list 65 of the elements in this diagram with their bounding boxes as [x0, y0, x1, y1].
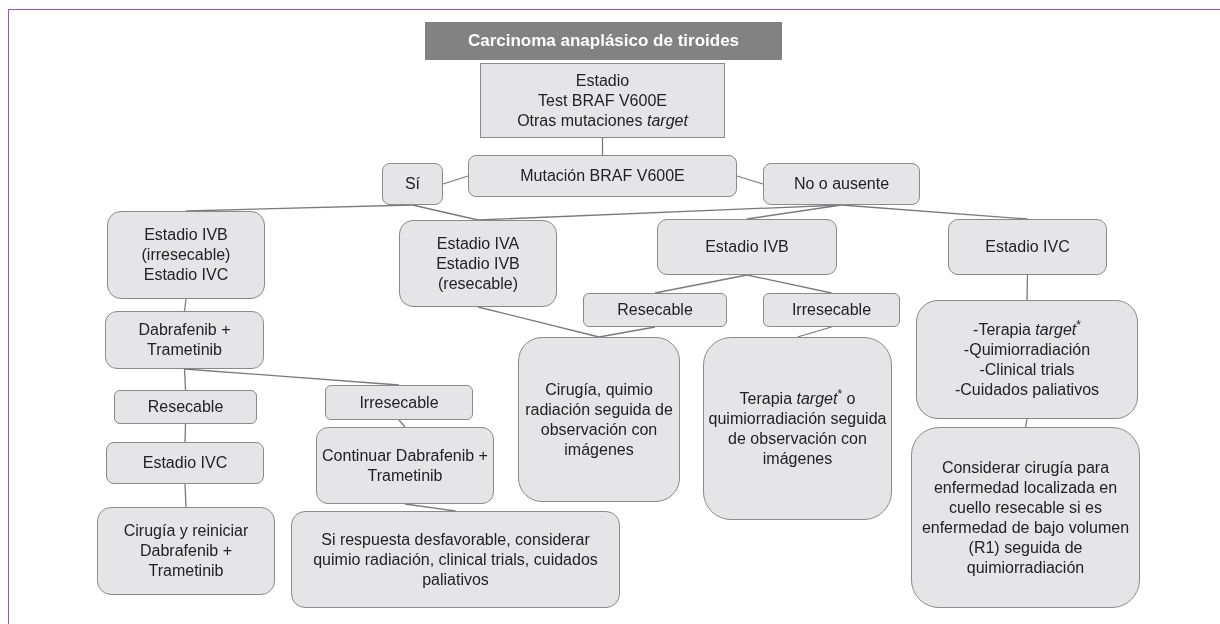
box-text: Resecable — [147, 397, 224, 417]
process-box — [105, 311, 264, 369]
process-box — [382, 163, 443, 205]
box-text: Estadio IVB — [705, 237, 789, 257]
box-text-line: -Clinical trials — [979, 359, 1075, 380]
connector-line — [184, 423, 187, 443]
process-box — [480, 63, 725, 138]
process-box — [763, 293, 900, 327]
connector-line — [746, 274, 833, 294]
process-box — [107, 211, 265, 299]
box-text-line: Estadio IVB (resecable) — [435, 253, 521, 294]
process-box — [916, 300, 1138, 419]
process-box — [911, 427, 1140, 608]
box-text: Cirugía y reiniciar Dabrafenib + Trametinib — [122, 521, 250, 581]
process-box — [106, 442, 264, 484]
process-box — [763, 163, 920, 205]
connector-line — [1024, 418, 1028, 428]
box-text: Si respuesta desfavorable, considerar quimio radiación, clinical trials, cuidados paliativos — [312, 529, 599, 590]
box-text-line: -Terapia target$^{*}$ — [973, 319, 1081, 340]
box-text-line: Estadio IVB (irresecable) — [140, 225, 232, 265]
process-box — [325, 385, 473, 420]
connector-line — [477, 306, 600, 338]
process-box — [399, 220, 557, 307]
connector-line — [746, 204, 843, 220]
connector-line — [442, 175, 469, 185]
box-text-line: Test BRAF V600E — [538, 90, 667, 111]
process-box — [316, 427, 494, 504]
process-box — [948, 219, 1107, 275]
process-box — [97, 507, 275, 595]
process-box — [468, 155, 737, 197]
box-text: Irresecable — [791, 300, 872, 320]
title-banner: Carcinoma anaplásico de tiroides — [425, 22, 782, 60]
box-text-line: Estadio — [575, 70, 630, 91]
process-box — [703, 337, 892, 520]
box-text-line: -Cuidados paliativos — [954, 379, 1100, 400]
connector-line — [598, 326, 656, 338]
process-box — [114, 390, 257, 424]
box-text-line: -Quimiorradiación — [963, 339, 1091, 360]
process-box — [291, 511, 620, 608]
box-text: Dabrafenib + Trametinib — [137, 320, 232, 360]
connector-line — [184, 483, 187, 508]
box-text-line: Estadio IVC — [142, 265, 230, 285]
connector-line — [736, 175, 764, 185]
box-text-line: Estadio IVA — [435, 233, 521, 254]
connector-line — [183, 368, 187, 391]
process-box — [518, 337, 680, 502]
box-text: Cirugía, quimio radiación seguida de observación con imágenes — [524, 379, 674, 460]
connector-line — [398, 419, 406, 428]
box-text: No o ausente — [793, 174, 890, 194]
process-box — [583, 293, 727, 327]
box-text: Resecable — [617, 300, 693, 320]
connector-line — [411, 204, 479, 221]
connector-line — [1026, 274, 1029, 301]
connector-line — [796, 326, 833, 338]
box-text: Considerar cirugía para enfermedad localizada en cuello resecable si es enfermedad de bajo volumen (R1) seguida de quimiorradiación — [920, 457, 1131, 578]
box-text: Terapia target$^{*}$ o quimiorradiación seguida de observación con imágenes — [708, 388, 887, 469]
box-text: Estadio IVC — [142, 453, 228, 473]
box-text: Irresecable — [359, 392, 439, 413]
box-text: Estadio IVC — [985, 237, 1070, 257]
box-text-line: Otras mutaciones target — [517, 110, 688, 131]
process-box — [657, 219, 837, 275]
box-text: Mutación BRAF V600E — [520, 166, 685, 186]
box-text: Sí — [404, 174, 421, 194]
box-text: Continuar Dabrafenib + Trametinib — [321, 445, 489, 486]
connector-line — [183, 298, 187, 312]
